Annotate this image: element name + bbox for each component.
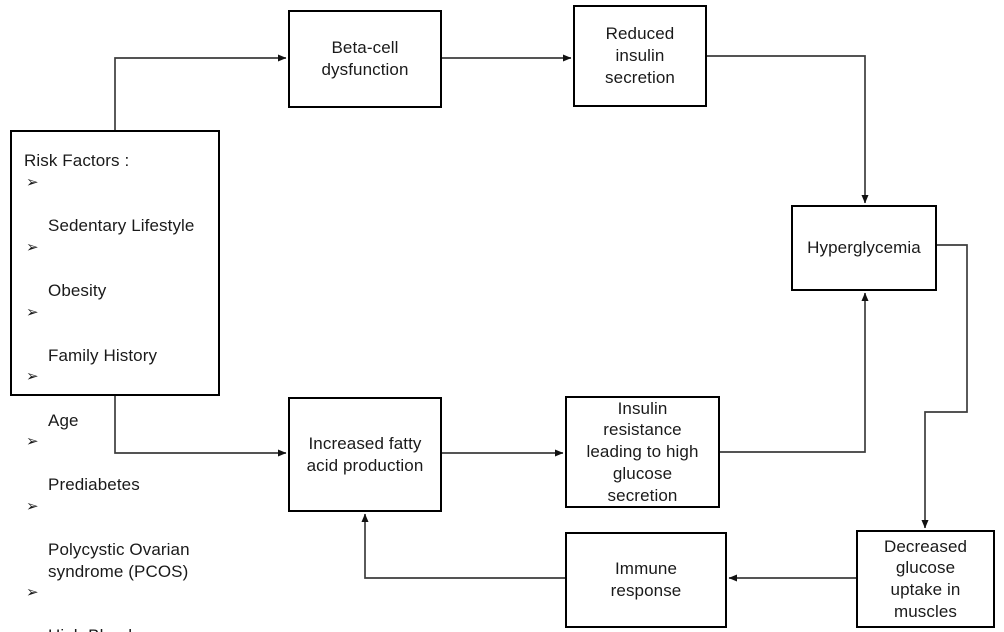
bullet-arrow-icon: ➢ <box>26 497 39 515</box>
risk-factor-item: ➢ Obesity <box>24 237 194 302</box>
edge-insulin-resistance-to-hyperglycemia <box>720 292 869 453</box>
bullet-arrow-icon: ➢ <box>26 238 39 256</box>
node-risk-factors[interactable]: Risk Factors : ➢ Sedentary Lifestyle ➢ O… <box>10 130 220 632</box>
risk-factors-list: ➢ Sedentary Lifestyle ➢ Obesity ➢ Family… <box>24 172 194 632</box>
node-beta-cell-dysfunction[interactable]: Beta-cell dysfunction <box>288 10 442 108</box>
node-label: Immune response <box>610 559 682 600</box>
node-label: Insulin resistance leading to high gluco… <box>586 398 699 505</box>
node-immune-response[interactable]: Immune response <box>565 532 727 628</box>
node-decreased-glucose-uptake[interactable]: Decreased glucose uptake in muscles <box>856 530 995 628</box>
risk-factor-item: ➢ Sedentary Lifestyle <box>24 172 194 237</box>
risk-factor-label: Sedentary Lifestyle <box>48 216 195 236</box>
node-label: Beta-cell dysfunction <box>321 38 409 79</box>
node-label: Hyperglycemia <box>807 238 921 258</box>
bullet-arrow-icon: ➢ <box>26 433 39 451</box>
node-label: Increased fatty acid production <box>306 433 424 475</box>
node-label: Decreased glucose uptake in muscles <box>883 536 968 621</box>
node-increased-fatty-acid-production[interactable]: Increased fatty acid production <box>288 397 442 512</box>
node-insulin-resistance[interactable]: Insulin resistance leading to high gluco… <box>565 396 720 508</box>
risk-factor-item: ➢ Polycystic Ovarian syndrome (PCOS) <box>24 496 194 582</box>
risk-factor-label: Polycystic Ovarian syndrome (PCOS) <box>48 540 190 581</box>
node-label: Reduced insulin secretion <box>605 24 675 87</box>
node-reduced-insulin-secretion[interactable]: Reduced insulin secretion <box>573 5 707 107</box>
risk-factor-item: ➢ Age <box>24 366 194 431</box>
bullet-arrow-icon: ➢ <box>26 584 39 602</box>
edge-risk-to-beta-cell <box>114 54 287 130</box>
risk-factor-item: ➢ Prediabetes <box>24 431 194 496</box>
edge-immune-response-to-fatty-acid <box>361 513 565 579</box>
node-hyperglycemia[interactable]: Hyperglycemia <box>791 205 937 291</box>
bullet-arrow-icon: ➢ <box>26 303 39 321</box>
risk-factor-item: ➢ High Blood Pressure <box>24 582 194 632</box>
risk-factor-label: Family History <box>48 345 158 365</box>
risk-factor-label: High Blood Pressure <box>48 626 132 632</box>
bullet-arrow-icon: ➢ <box>26 368 39 386</box>
risk-factor-item: ➢ Family History <box>24 302 194 367</box>
risk-factors-title: Risk Factors : <box>24 151 130 170</box>
risk-factor-label: Age <box>48 410 79 430</box>
edge-reduced-insulin-to-hyperglycemia <box>707 55 869 204</box>
risk-factor-label: Obesity <box>48 281 107 301</box>
risk-factor-label: Prediabetes <box>48 475 140 495</box>
bullet-arrow-icon: ➢ <box>26 174 39 192</box>
